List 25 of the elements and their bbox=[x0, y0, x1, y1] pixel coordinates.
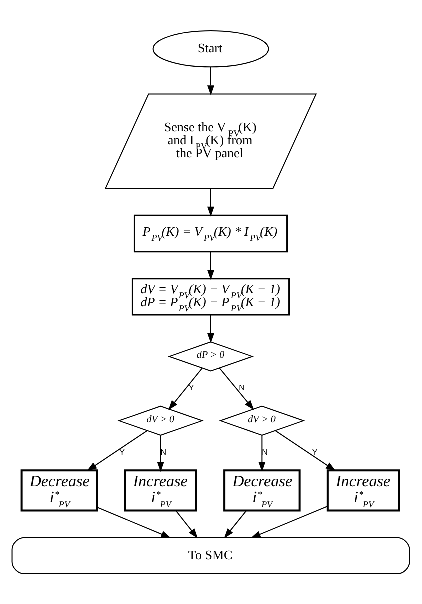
arrow bbox=[207, 314, 215, 343]
arrow bbox=[207, 252, 215, 280]
arrow bbox=[258, 435, 266, 472]
edge-label: N bbox=[262, 447, 268, 456]
arrow bbox=[250, 506, 328, 538]
node-diamond: dP > 0 bbox=[168, 341, 254, 372]
edge-label: Y bbox=[188, 383, 194, 392]
node-box: dV = V$_{PV}$(K) − V$_{PV}$(K − 1) dP = P$_{PV}$(K) − P$_{PV}$(K − 1) bbox=[132, 278, 290, 316]
edge-label: N bbox=[239, 383, 245, 392]
arrow bbox=[207, 188, 215, 216]
arrow bbox=[207, 67, 215, 96]
node-box: P$_{PV}$(K) = V$_{PV}$(K) * I$_{PV}$(K) bbox=[134, 214, 288, 252]
edge-label: Y bbox=[312, 447, 318, 456]
node-ellipse: Start bbox=[152, 30, 270, 68]
arrow bbox=[86, 430, 148, 471]
arrow bbox=[168, 368, 203, 410]
arrow bbox=[219, 367, 254, 410]
node-diamond: dV > 0 bbox=[118, 405, 204, 436]
node-diamond: dV > 0 bbox=[219, 405, 306, 436]
arrow bbox=[97, 506, 172, 538]
node-box: To SMC bbox=[12, 536, 410, 574]
arrow bbox=[224, 510, 247, 538]
edge-label: Y bbox=[120, 447, 126, 456]
arrow bbox=[276, 430, 336, 471]
arrow bbox=[176, 510, 198, 538]
